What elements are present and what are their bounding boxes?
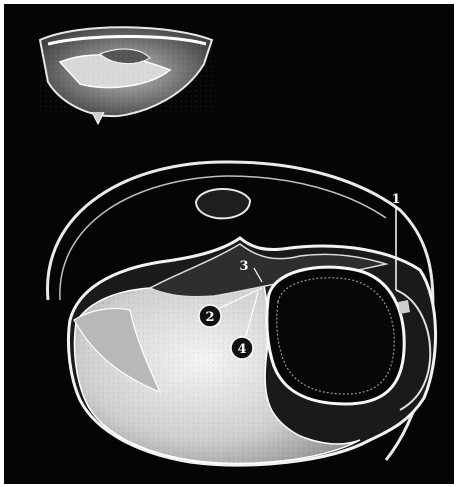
upper-bulge <box>196 189 250 218</box>
label-3-marker: 3 <box>239 259 248 274</box>
label-4-marker: 4 <box>231 337 253 359</box>
label-1-text: 1 <box>391 192 400 207</box>
label-4-text: 4 <box>237 342 246 357</box>
orientation-thumbnail <box>40 27 212 124</box>
label-2-text: 2 <box>205 310 214 325</box>
label-3-text: 3 <box>239 259 248 274</box>
label-2-marker: 2 <box>199 305 221 327</box>
label-1-marker: 1 <box>391 192 400 207</box>
right-wall-notch <box>398 300 410 314</box>
